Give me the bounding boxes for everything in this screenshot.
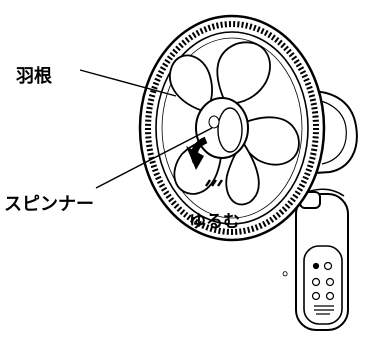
spinner-leader-line [95, 127, 213, 189]
control-buttons [311, 261, 335, 315]
curved-arrow-icon [186, 136, 223, 187]
wall-mount-panel [295, 188, 349, 331]
loosen-label: ゆるむ [189, 212, 240, 232]
spinner-label: スピンナー [4, 194, 94, 215]
blade-leader-line [79, 69, 177, 97]
leader-lines [79, 69, 213, 189]
trailing-mark: 。 [282, 260, 299, 279]
fan-blades [169, 41, 300, 206]
spinner-hub [195, 97, 249, 159]
blade-label: 羽根 [16, 66, 52, 87]
